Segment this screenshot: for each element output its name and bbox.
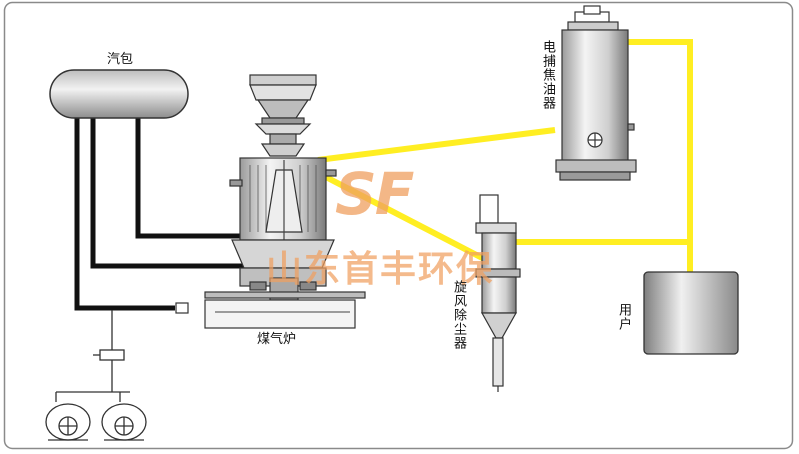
feed-pump-system bbox=[45, 310, 147, 441]
label-steam-drum: 汽包 bbox=[107, 52, 134, 67]
label-user: 用户 bbox=[616, 303, 631, 331]
gas-pipes bbox=[317, 39, 693, 272]
water-pipe-1 bbox=[135, 116, 245, 239]
water-pipe-2 bbox=[90, 116, 245, 269]
electric-tar-catcher bbox=[555, 5, 637, 181]
pump-icon bbox=[45, 403, 91, 441]
steam-drum bbox=[49, 69, 189, 119]
pump-icon bbox=[101, 403, 147, 441]
cyclone-dust-collector bbox=[475, 194, 521, 392]
pipe-tar-catcher-to-user bbox=[628, 39, 693, 272]
pipe-furnace-to-cyclone bbox=[320, 172, 492, 265]
water-pipe-3 bbox=[74, 116, 175, 311]
user-equipment bbox=[643, 271, 739, 355]
pipe-furnace-to-tar-catcher bbox=[317, 127, 556, 163]
gas-furnace bbox=[175, 74, 366, 329]
label-electric-tar-catcher: 电捕焦油器 bbox=[540, 40, 555, 110]
watermark-logo: SF bbox=[335, 160, 414, 228]
label-cyclone-dust-collector: 旋风除尘器 bbox=[451, 280, 466, 350]
watermark-company: 山东首丰环保 bbox=[266, 249, 495, 290]
label-gas-furnace: 煤气炉 bbox=[257, 332, 297, 347]
water-pipes bbox=[74, 116, 245, 311]
